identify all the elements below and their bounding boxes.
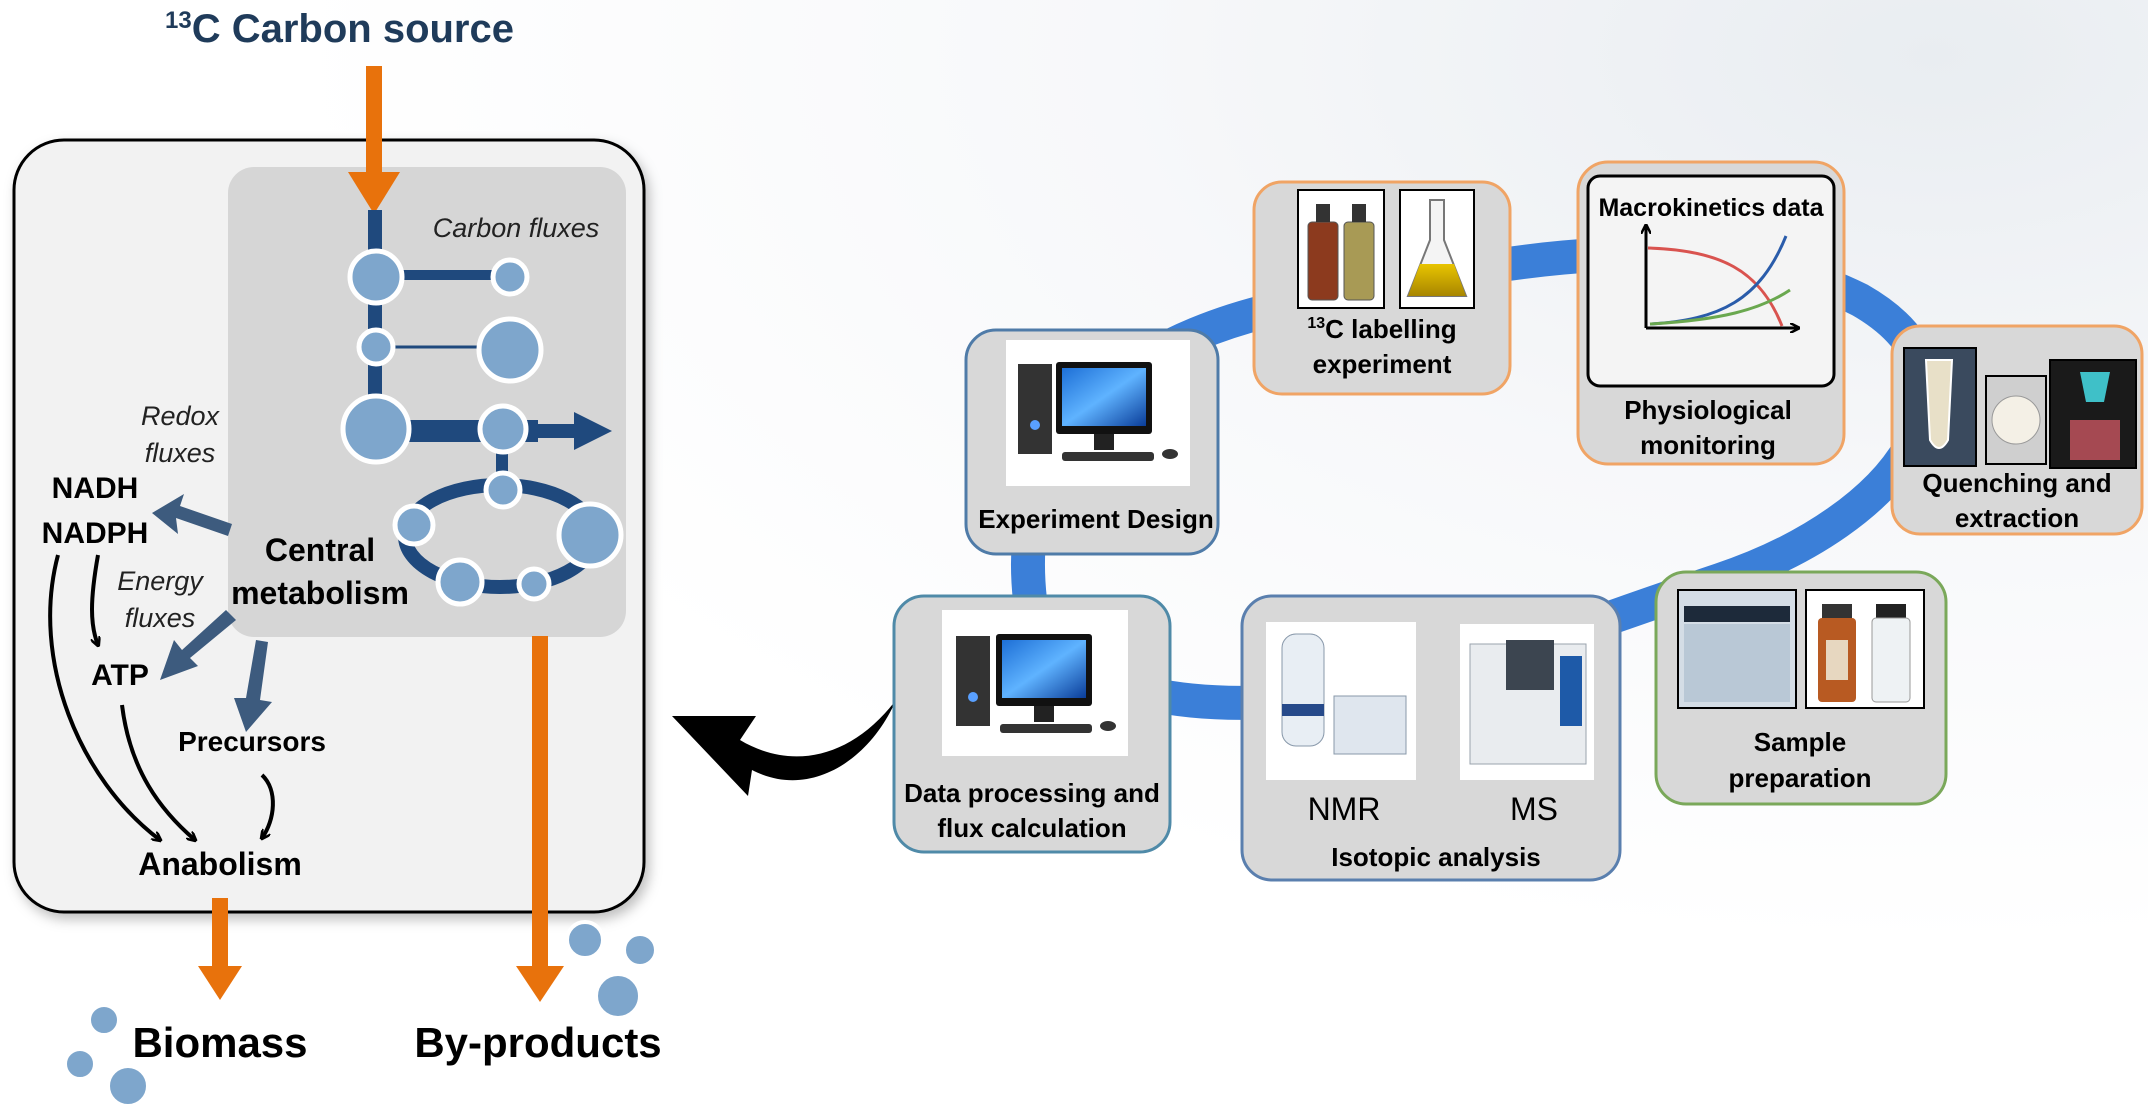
carbon-source-label: C Carbon source <box>192 7 514 51</box>
data-label-line1: Data processing and <box>904 778 1160 808</box>
physiological-monitoring-box: Macrokinetics data Physiological monitor… <box>1576 160 1846 466</box>
data-processing-box: Data processing and flux calculation <box>892 594 1172 854</box>
computer-icon-2 <box>956 634 1116 733</box>
carbon-source-arrow-head <box>348 172 400 214</box>
cell-panel: 13C Carbon source <box>12 7 662 1104</box>
carbon-flux-network <box>340 210 624 607</box>
computer-icon <box>1018 362 1178 461</box>
quench-label-line2: extraction <box>1955 503 2079 533</box>
central-label-line1: Central <box>265 532 375 568</box>
nmr-label: NMR <box>1308 791 1381 827</box>
physio-label-line1: Physiological <box>1624 395 1792 425</box>
energy-fluxes-label: Energy fluxes <box>117 566 204 633</box>
return-arrow <box>672 700 896 796</box>
labelling-label-line1: 13C labelling <box>1307 314 1456 344</box>
sample-preparation-box: Sample preparation <box>1654 570 1948 806</box>
central-metabolism-label: Central metabolism <box>231 532 409 611</box>
ms-label: MS <box>1510 791 1558 827</box>
nadph-label: NADPH <box>42 517 149 550</box>
redox-fluxes-label: Redox fluxes <box>141 401 221 468</box>
labelling-superscript: 13 <box>1307 315 1325 332</box>
experiment-design-label: Experiment Design <box>978 504 1214 534</box>
carbon-source-superscript: 13 <box>165 7 192 34</box>
carbon-source-title: 13C Carbon source <box>165 7 514 51</box>
byproducts-arrow-shaft <box>532 636 548 970</box>
nadh-label: NADH <box>52 472 139 505</box>
metabolism-output-arrows <box>152 494 272 732</box>
quench-label-line1: Quenching and <box>1922 468 2111 498</box>
redox-line2: fluxes <box>145 438 216 468</box>
data-label-line2: flux calculation <box>937 813 1126 843</box>
macrokinetics-label: Macrokinetics data <box>1598 194 1824 222</box>
experiment-design-box: Experiment Design <box>964 328 1220 556</box>
redox-line1: Redox <box>141 401 221 431</box>
carbon-source-arrow-shaft <box>366 66 382 176</box>
labelling-label-line2: experiment <box>1313 349 1452 379</box>
product-bubbles <box>63 920 658 1104</box>
biomass-arrow-head <box>198 966 242 1000</box>
energy-line2: fluxes <box>125 603 196 633</box>
isotopic-analysis-box: NMR MS Isotopic analysis <box>1240 594 1622 882</box>
atp-label: ATP <box>91 659 149 692</box>
biomass-label: Biomass <box>132 1019 307 1066</box>
byproducts-arrow-head <box>516 966 564 1002</box>
quenching-extraction-box: Quenching and extraction <box>1890 324 2144 536</box>
biomass-arrow-shaft <box>212 898 228 968</box>
carbon-fluxes-label: Carbon fluxes <box>433 213 600 243</box>
cofactor-arrows <box>48 554 275 840</box>
workflow-cycle: Experiment Design 13C labelling experime… <box>892 160 2144 882</box>
energy-line1: Energy <box>117 566 204 596</box>
labelling-experiment-box: 13C labelling experiment <box>1252 180 1512 396</box>
byproducts-label: By-products <box>414 1019 661 1066</box>
anabolism-label: Anabolism <box>138 846 302 882</box>
labelling-line1-text: C labelling <box>1325 314 1456 344</box>
sample-label-line1: Sample <box>1754 727 1847 757</box>
physio-label-line2: monitoring <box>1640 430 1776 460</box>
central-label-line2: metabolism <box>231 575 409 611</box>
precursors-label: Precursors <box>178 726 326 757</box>
sample-label-line2: preparation <box>1728 763 1871 793</box>
isotopic-label: Isotopic analysis <box>1331 842 1541 872</box>
